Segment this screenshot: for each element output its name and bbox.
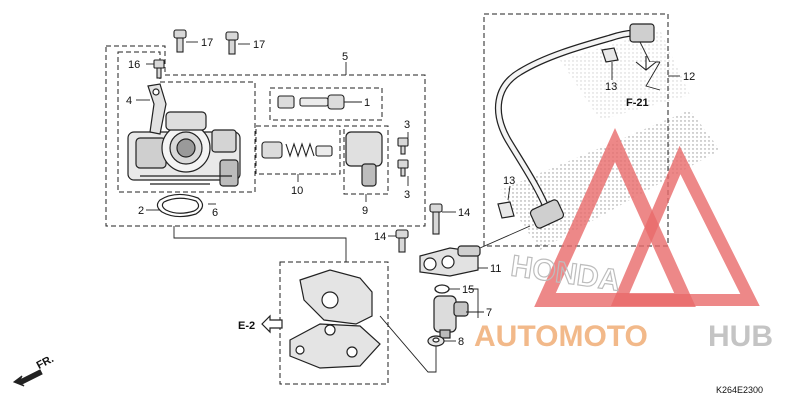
label-part-17b: 17 [253,39,265,51]
screws-part-3 [397,137,409,177]
spring-assembly-part-10 [261,141,333,159]
label-part-4: 4 [126,95,132,107]
label-part-2: 2 [138,205,144,217]
front-direction-arrow [12,369,43,387]
label-part-10: 10 [291,185,303,197]
bolts-part-14 [395,203,443,253]
throttle-body-sub-box [117,51,256,193]
label-part-5: 5 [342,51,348,63]
wire-harness-part-12 [494,23,655,229]
part-number-labels: 17 17 16 5 4 1 3 3 10 9 2 6 14 14 11 15 … [126,37,695,348]
label-part-3b: 3 [404,189,410,201]
sensor-box-1 [269,87,383,121]
label-part-9: 9 [362,205,368,217]
washer-part-8 [427,335,445,347]
bolts-part-17 [173,29,239,55]
label-part-16: 16 [128,59,140,71]
injector-joint-box [279,261,389,385]
sensor-part-9 [345,131,383,187]
leader-lines [136,41,680,373]
injector-part-7 [433,295,469,339]
diagram-code: K264E2300 [716,385,763,395]
label-part-15: 15 [462,284,474,296]
label-part-3a: 3 [404,119,410,131]
clips-part-13 [497,47,619,219]
watermark-logo: HONDA AUTOMOTO HUB [474,127,773,353]
bracket-part-11 [419,245,481,277]
label-part-13b: 13 [503,175,515,187]
throttle-body-part [127,111,241,187]
label-part-8: 8 [458,336,464,348]
ref-arrow-e2 [261,314,283,334]
label-part-14b: 14 [374,231,386,243]
label-part-14a: 14 [458,207,470,219]
gasket-part-2 [156,193,204,218]
bracket-part-4 [147,83,167,135]
sensor-box-10 [255,125,341,175]
seal-part-15 [434,284,450,294]
watermark-text-auto: AUTOMOTO [474,320,648,353]
bolt-part-16 [153,59,165,79]
ref-label-f21: F-21 [626,97,649,109]
ref-label-e2: E-2 [238,320,255,332]
injector-joint-part [289,269,381,369]
label-part-1: 1 [364,97,370,109]
label-part-6: 6 [212,207,218,219]
label-part-12: 12 [683,71,695,83]
ref-arrow-f21 [635,56,657,71]
label-part-13a: 13 [605,81,617,93]
watermark-brand-ghost: HONDA [509,250,623,298]
watermark-text-hub: HUB [708,320,773,353]
label-part-7: 7 [486,307,492,319]
label-part-17a: 17 [201,37,213,49]
outer-throttle-assembly-box [105,45,426,227]
label-part-11: 11 [490,263,501,275]
ref-label-front: FR. [35,353,56,372]
sensor-part-1 [277,94,345,110]
